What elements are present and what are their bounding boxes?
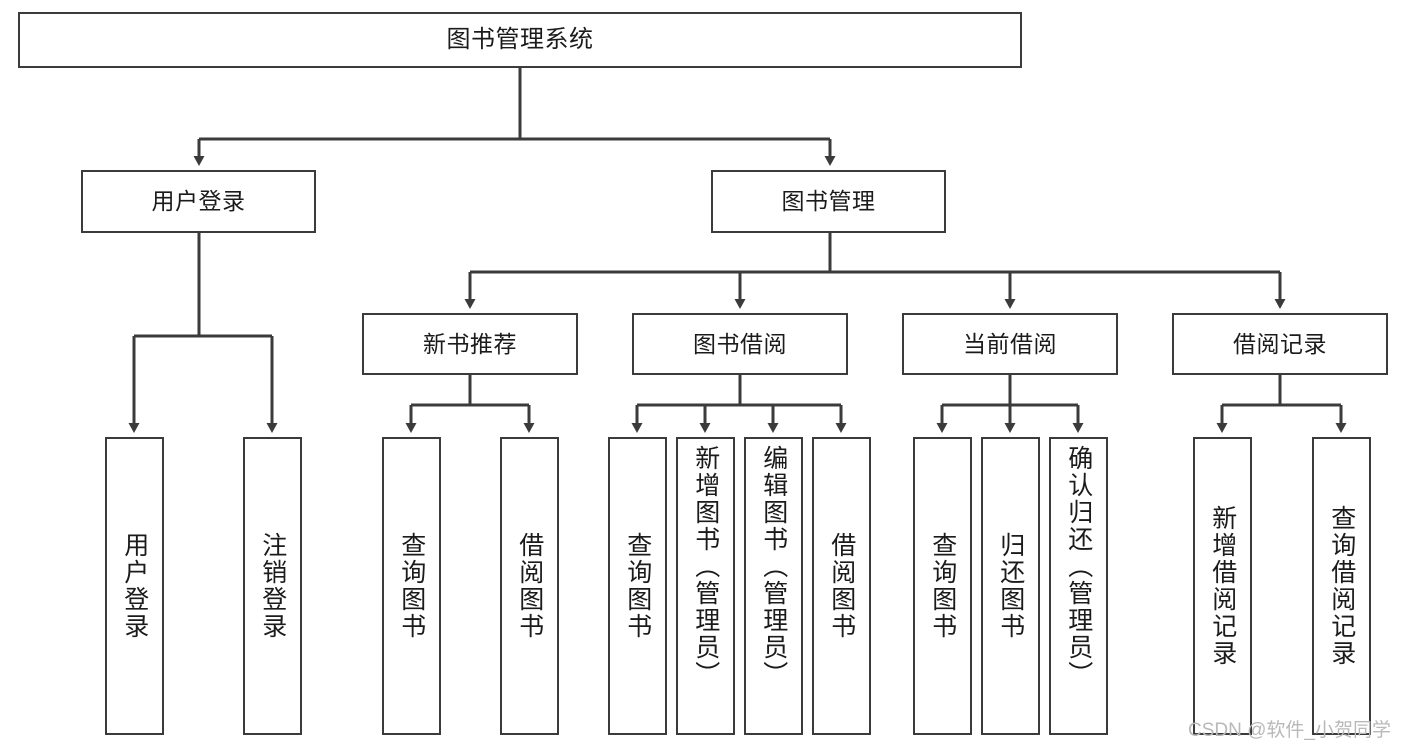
leaf-current-borrow-confirm-return[interactable]: 确认归还（管理员） [1049, 437, 1108, 735]
leaf-book-borrow-edit[interactable]: 编辑图书（管理员） [744, 437, 803, 735]
node-label: 图书管理系统 [446, 26, 594, 54]
leaf-borrow-record-add[interactable]: 新增借阅记录 [1193, 437, 1252, 735]
node-label: 查询图书 [623, 532, 652, 640]
node-book-borrow[interactable]: 图书借阅 [632, 313, 848, 375]
node-new-book-recommend[interactable]: 新书推荐 [362, 313, 578, 375]
node-label: 借阅图书 [515, 532, 544, 640]
node-label: 图书借阅 [693, 330, 787, 357]
leaf-book-borrow-add[interactable]: 新增图书（管理员） [676, 437, 735, 735]
node-label: 注销登录 [258, 532, 287, 640]
node-label: 图书管理 [781, 188, 876, 215]
node-label: 借阅图书 [827, 532, 856, 640]
leaf-current-borrow-return[interactable]: 归还图书 [981, 437, 1040, 735]
node-label: 确认归还（管理员） [1064, 445, 1093, 688]
leaf-new-book-query[interactable]: 查询图书 [382, 437, 441, 735]
node-label: 归还图书 [996, 532, 1025, 640]
node-label: 新增图书（管理员） [691, 445, 720, 688]
node-label: 借阅记录 [1233, 330, 1327, 357]
node-label: 用户登录 [151, 188, 246, 215]
node-user-login[interactable]: 用户登录 [81, 170, 316, 233]
node-label: 用户登录 [120, 532, 149, 640]
node-label: 新书推荐 [423, 330, 517, 357]
leaf-book-borrow-borrow[interactable]: 借阅图书 [812, 437, 871, 735]
leaf-book-borrow-query[interactable]: 查询图书 [608, 437, 667, 735]
leaf-user-login-logout[interactable]: 注销登录 [243, 437, 302, 735]
node-label: 查询图书 [928, 532, 957, 640]
node-label: 编辑图书（管理员） [759, 445, 788, 688]
node-label: 新增借阅记录 [1208, 505, 1237, 667]
node-root-system[interactable]: 图书管理系统 [18, 12, 1022, 68]
node-current-borrow[interactable]: 当前借阅 [902, 313, 1118, 375]
node-label: 当前借阅 [963, 330, 1057, 357]
node-label: 查询图书 [397, 532, 426, 640]
leaf-borrow-record-query[interactable]: 查询借阅记录 [1312, 437, 1371, 735]
leaf-current-borrow-query[interactable]: 查询图书 [913, 437, 972, 735]
node-book-management[interactable]: 图书管理 [711, 170, 946, 233]
node-label: 查询借阅记录 [1327, 505, 1356, 667]
leaf-new-book-borrow[interactable]: 借阅图书 [500, 437, 559, 735]
leaf-user-login-login[interactable]: 用户登录 [105, 437, 164, 735]
node-borrow-record[interactable]: 借阅记录 [1172, 313, 1388, 375]
watermark: CSDN @软件_小贺同学 [1188, 720, 1391, 741]
